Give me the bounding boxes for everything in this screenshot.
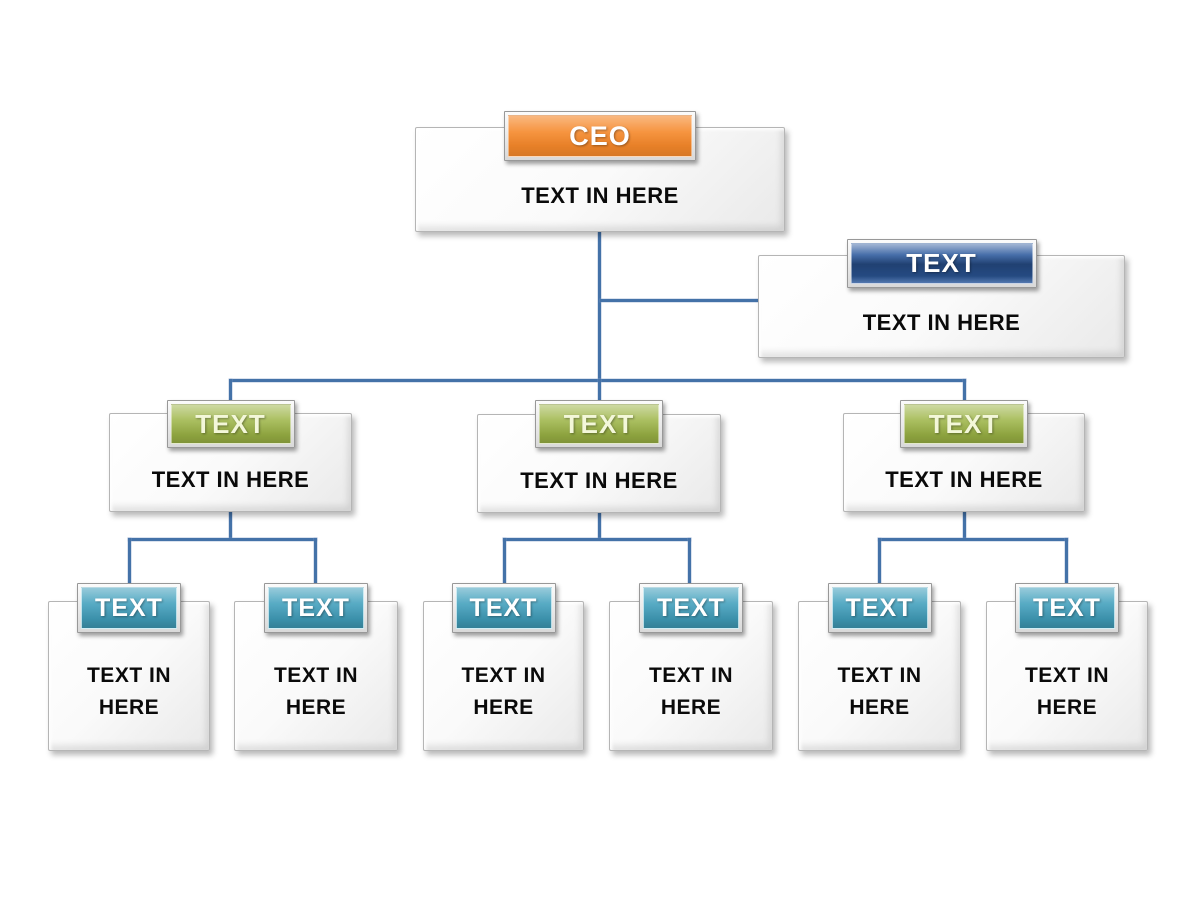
manager-1-header-tab: TEXT [166, 400, 295, 448]
assistant-body-text: TEXT IN HERE [862, 309, 1021, 335]
connector-bus-staff-3 [878, 538, 1068, 541]
org-node-staff-6[interactable]: TEXT TEXT IN HERE [986, 583, 1148, 751]
assistant-header-tab: TEXT [846, 239, 1037, 288]
org-node-staff-5[interactable]: TEXT TEXT IN HERE [798, 583, 961, 751]
org-node-manager-3[interactable]: TEXT TEXT IN HERE [843, 400, 1085, 512]
connector-drop-staff-5 [878, 538, 881, 583]
staff-4-header-tab: TEXT [639, 583, 743, 633]
manager-1-body-text: TEXT IN HERE [151, 466, 310, 492]
connector-stub-manager-2 [598, 513, 601, 540]
staff-1-header-label: TEXT [81, 587, 177, 629]
org-node-manager-2[interactable]: TEXT TEXT IN HERE [477, 400, 721, 513]
org-node-staff-3[interactable]: TEXT TEXT IN HERE [423, 583, 584, 751]
manager-3-header-label: TEXT [904, 404, 1024, 444]
manager-3-header-tab: TEXT [900, 400, 1028, 448]
staff-2-header-label: TEXT [268, 587, 364, 629]
manager-2-body-text: TEXT IN HERE [520, 467, 678, 493]
staff-6-header-label: TEXT [1019, 587, 1115, 629]
staff-6-header-tab: TEXT [1015, 583, 1119, 633]
ceo-body-text: TEXT IN HERE [521, 183, 679, 209]
staff-3-body-text: TEXT IN HERE [461, 663, 546, 719]
connector-drop-staff-3 [503, 538, 506, 583]
org-node-assistant[interactable]: TEXT TEXT IN HERE [758, 239, 1125, 358]
ceo-header-tab: CEO [504, 111, 696, 161]
manager-2-header-label: TEXT [539, 404, 659, 444]
staff-5-body-text: TEXT IN HERE [837, 663, 922, 719]
connector-drop-staff-4 [688, 538, 691, 583]
staff-1-header-tab: TEXT [77, 583, 181, 633]
connector-stub-manager-1 [229, 511, 232, 540]
staff-4-header-label: TEXT [643, 587, 739, 629]
connector-drop-manager-2 [598, 379, 601, 400]
connector-stub-manager-3 [963, 512, 966, 540]
connector-bus-staff-1 [128, 538, 317, 541]
connector-bus-staff-2 [503, 538, 691, 541]
connector-ceo-assistant [600, 299, 758, 302]
connector-drop-staff-6 [1065, 538, 1068, 583]
connector-drop-staff-1 [128, 538, 131, 583]
staff-2-header-tab: TEXT [264, 583, 368, 633]
org-node-manager-1[interactable]: TEXT TEXT IN HERE [109, 400, 352, 512]
staff-3-header-tab: TEXT [451, 583, 556, 633]
staff-3-header-label: TEXT [455, 587, 552, 629]
staff-5-header-label: TEXT [831, 587, 928, 629]
connector-ceo-trunk [598, 232, 601, 380]
manager-1-header-label: TEXT [170, 404, 291, 444]
manager-2-header-tab: TEXT [535, 400, 663, 448]
org-node-staff-1[interactable]: TEXT TEXT IN HERE [48, 583, 210, 751]
staff-6-body-text: TEXT IN HERE [1024, 663, 1109, 719]
connector-drop-staff-2 [314, 538, 317, 583]
assistant-header-label: TEXT [850, 243, 1033, 284]
staff-1-body-text: TEXT IN HERE [86, 663, 171, 719]
org-node-staff-4[interactable]: TEXT TEXT IN HERE [609, 583, 773, 751]
connector-drop-manager-1 [229, 379, 232, 400]
org-node-ceo[interactable]: CEO TEXT IN HERE [415, 111, 785, 232]
org-node-staff-2[interactable]: TEXT TEXT IN HERE [234, 583, 398, 751]
staff-4-body-text: TEXT IN HERE [648, 663, 733, 719]
staff-5-header-tab: TEXT [827, 583, 932, 633]
staff-2-body-text: TEXT IN HERE [273, 663, 358, 719]
ceo-header-label: CEO [508, 115, 692, 157]
manager-3-body-text: TEXT IN HERE [885, 466, 1043, 492]
connector-drop-manager-3 [963, 379, 966, 400]
